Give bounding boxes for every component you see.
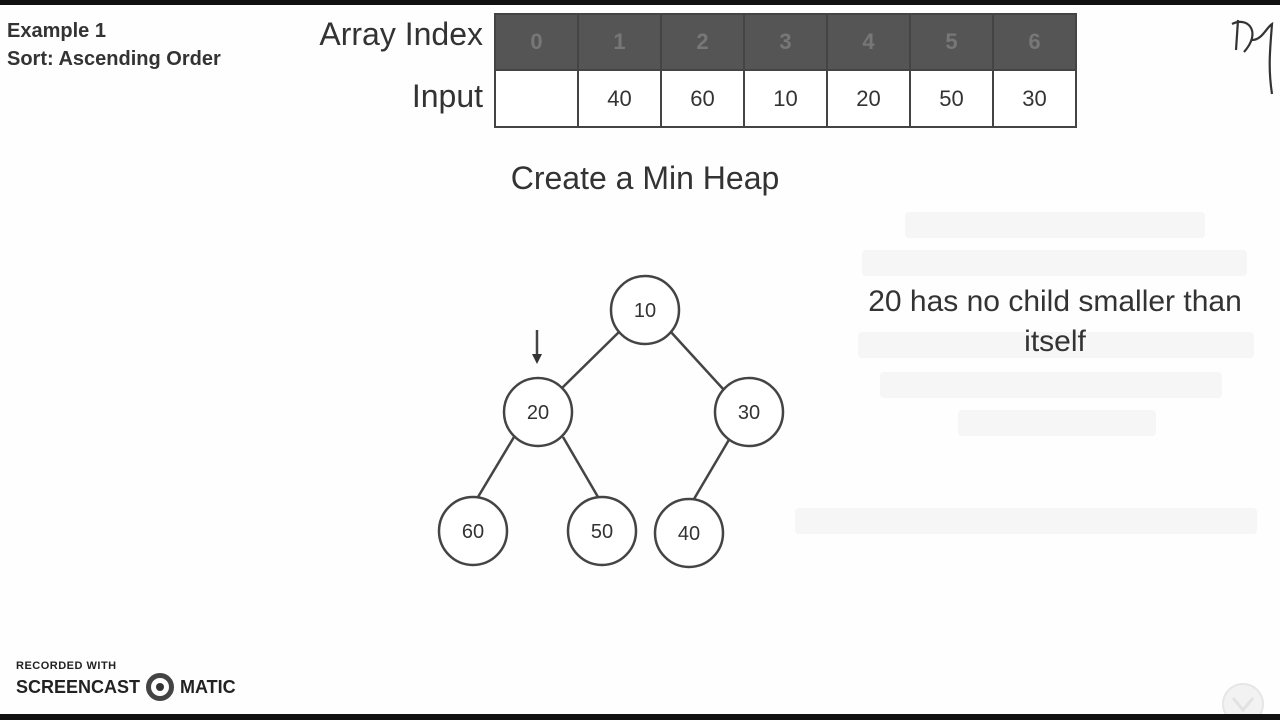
faded-text-remnant <box>795 508 1257 534</box>
sort-order: Sort: Ascending Order <box>7 48 221 70</box>
heap-node-value: 30 <box>738 402 760 424</box>
input-cell: 20 <box>826 69 911 128</box>
corner-logo-icon <box>1222 683 1264 716</box>
faded-text-remnant <box>862 250 1247 276</box>
heap-node-value: 10 <box>634 300 656 322</box>
faded-text-remnant <box>958 410 1156 436</box>
array-index-label: Array Index <box>319 16 483 52</box>
tree-edge <box>561 436 600 498</box>
index-cell: 2 <box>660 13 745 71</box>
heap-node: 20 <box>502 376 574 448</box>
example-caption: Example 1 Sort: Ascending Order <box>7 17 221 73</box>
heap-node-value: 50 <box>591 521 613 543</box>
input-label: Input <box>411 78 483 114</box>
screencast-logo-icon <box>146 673 175 701</box>
heap-node: 50 <box>566 495 638 567</box>
explanation-text: 20 has no child smaller than itself <box>868 285 1242 358</box>
arrow-head-icon <box>532 354 542 364</box>
heap-node-value: 20 <box>527 402 549 424</box>
recorded-with-text: RECORDED WITH <box>16 660 117 672</box>
input-cell: 50 <box>909 69 994 128</box>
index-cell: 5 <box>909 13 994 71</box>
heap-node: 10 <box>609 274 681 346</box>
signature-logo-icon <box>1231 19 1274 95</box>
faded-text-remnant <box>880 372 1222 398</box>
index-cell: 0 <box>494 13 579 71</box>
heap-node: 30 <box>713 376 785 448</box>
bottom-border <box>0 714 1280 720</box>
array-table: 0 1 2 3 4 5 6 40 60 10 20 50 30 <box>494 13 1077 128</box>
screencast-watermark: RECORDED WITH SCREENCAST MATIC <box>16 660 236 701</box>
index-cell: 1 <box>577 13 662 71</box>
input-cell: 60 <box>660 69 745 128</box>
heap-node-value: 40 <box>678 523 700 545</box>
brand-left-text: SCREENCAST <box>16 676 141 697</box>
input-cell <box>494 69 579 128</box>
brand-row: SCREENCAST MATIC <box>16 673 236 701</box>
input-row: 40 60 10 20 50 30 <box>494 69 1077 128</box>
example-number: Example 1 <box>7 20 106 42</box>
input-cell: 30 <box>992 69 1077 128</box>
heap-node-value: 60 <box>462 521 484 543</box>
index-cell: 6 <box>992 13 1077 71</box>
input-cell: 40 <box>577 69 662 128</box>
top-border <box>0 0 1280 5</box>
slide-heading: Create a Min Heap <box>510 160 780 196</box>
input-cell: 10 <box>743 69 828 128</box>
brand-right-text: MATIC <box>180 676 236 697</box>
index-cell: 4 <box>826 13 911 71</box>
faded-text-remnant <box>858 332 1254 358</box>
tree-edge <box>561 330 621 389</box>
faded-text-remnant <box>905 212 1205 238</box>
index-row: 0 1 2 3 4 5 6 <box>494 13 1077 71</box>
heap-node: 40 <box>653 497 725 569</box>
heap-node: 60 <box>437 495 509 567</box>
tree-edge <box>476 436 516 498</box>
tree-edge <box>669 330 725 391</box>
index-cell: 3 <box>743 13 828 71</box>
tree-edge <box>692 437 732 500</box>
